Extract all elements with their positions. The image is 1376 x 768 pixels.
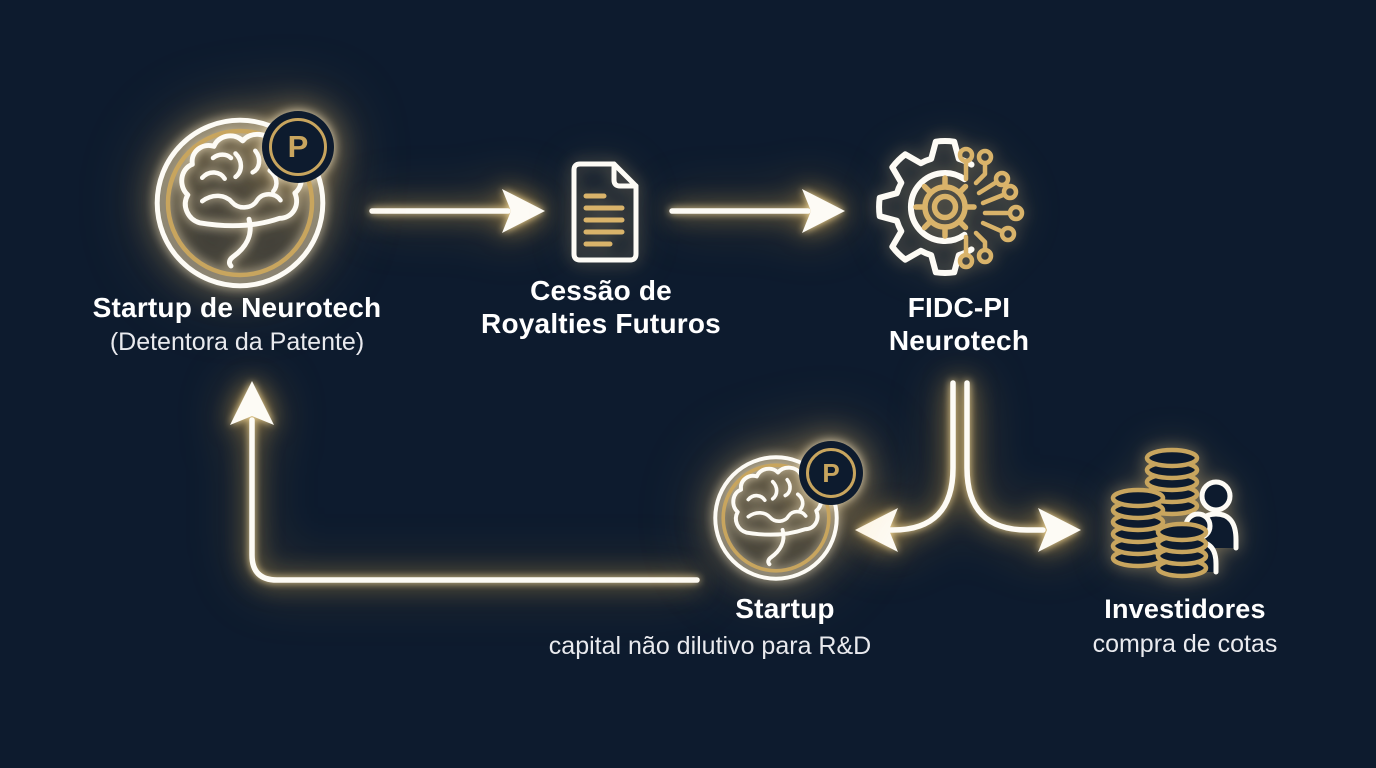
patent-badge: P bbox=[806, 448, 856, 498]
brain-patent-icon: P bbox=[150, 113, 330, 293]
document-icon bbox=[558, 158, 650, 266]
patent-letter: P bbox=[287, 129, 309, 164]
patent-letter: P bbox=[822, 457, 840, 488]
gold-gear bbox=[913, 175, 977, 239]
cessao-label: Cessão de Royalties Futuros bbox=[451, 274, 751, 340]
investidores-subtitle: compra de cotas bbox=[1092, 630, 1278, 658]
startup-top-label: Startup de Neurotech (Detentora da Paten… bbox=[37, 291, 437, 357]
investidores-title: Investidores bbox=[1104, 594, 1266, 624]
half-gear-outline bbox=[876, 138, 975, 276]
cessao-title-line2: Royalties Futuros bbox=[481, 308, 721, 339]
split-line-left bbox=[886, 380, 956, 533]
outer-ring bbox=[713, 455, 839, 581]
startup-top-title: Startup de Neurotech bbox=[92, 292, 382, 323]
half-gear-inner-arc bbox=[908, 170, 968, 244]
outer-ring bbox=[154, 117, 326, 289]
inner-ring bbox=[165, 128, 315, 278]
document-outline bbox=[571, 161, 639, 263]
arrowhead-right-icon bbox=[1038, 508, 1081, 552]
person-back-head bbox=[1199, 479, 1233, 513]
fidc-title-line1: FIDC-PI bbox=[907, 292, 1011, 323]
arrowhead-up-icon bbox=[230, 381, 274, 425]
investidores-label: Investidores compra de cotas bbox=[1055, 593, 1315, 659]
brain-glyph bbox=[731, 465, 824, 567]
coins-people-icon bbox=[1108, 440, 1258, 590]
startup-bottom-subtitle: capital não dilutivo para R&D bbox=[548, 632, 872, 660]
gear-circuit-icon bbox=[873, 135, 1033, 285]
return-line bbox=[249, 417, 700, 583]
brain-glyph bbox=[179, 131, 304, 269]
coin-stack-front bbox=[1155, 521, 1209, 579]
inner-ring bbox=[721, 463, 831, 573]
startup-top-subtitle: (Detentora da Patente) bbox=[109, 328, 365, 356]
document-fold bbox=[611, 161, 639, 189]
arrowhead-right-icon bbox=[502, 189, 545, 233]
fidc-title-line2: Neurotech bbox=[888, 325, 1030, 356]
patent-badge: P bbox=[269, 118, 327, 176]
startup-bottom-title-label: Startup bbox=[685, 592, 885, 625]
startup-bottom-title: Startup bbox=[735, 593, 835, 624]
fidc-label: FIDC-PI Neurotech bbox=[859, 291, 1059, 357]
startup-bottom-subtitle-label: capital não dilutivo para R&D bbox=[500, 628, 920, 661]
cessao-title-line1: Cessão de bbox=[530, 275, 672, 306]
document-lines bbox=[583, 193, 625, 247]
circuit-traces bbox=[957, 146, 1025, 270]
split-line-right bbox=[964, 380, 1046, 533]
arrowhead-left-icon bbox=[855, 508, 898, 552]
arrowhead-right-icon bbox=[802, 189, 845, 233]
brain-patent-icon: P bbox=[710, 448, 856, 584]
coin-stack-left bbox=[1110, 487, 1166, 569]
